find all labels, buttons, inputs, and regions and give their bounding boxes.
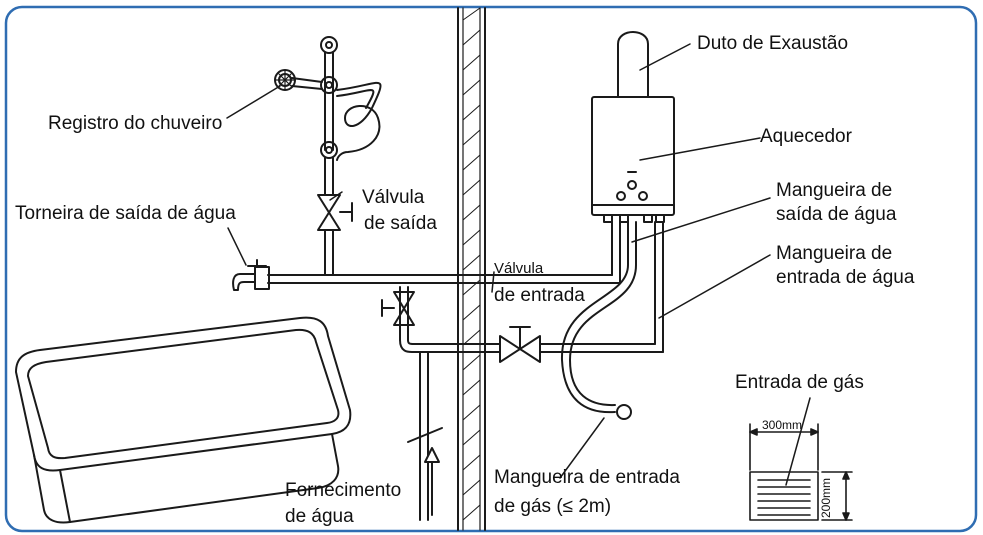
label-gas-inlet: Entrada de gás <box>735 372 864 393</box>
shower-assembly <box>291 36 382 196</box>
hot-water-pipe <box>267 221 621 284</box>
label-inlet-hose-line2: entrada de água <box>776 267 915 288</box>
gas-hose <box>560 221 637 420</box>
label-outlet-valve-line1: Válvula <box>362 187 425 208</box>
label-outlet-hose-line1: Mangueira de <box>776 180 893 201</box>
inlet-valve-icon <box>499 326 541 363</box>
faucet-icon <box>232 259 270 291</box>
label-faucet: Torneira de saída de água <box>15 203 236 224</box>
label-heater: Aquecedor <box>760 126 852 147</box>
cold-water-pipe <box>399 221 664 521</box>
supply-arrow-icon <box>407 427 443 516</box>
label-dim-height: 200mm <box>819 477 833 518</box>
label-dim-width: 300mm <box>762 418 803 432</box>
label-water-supply-line1: Fornecimento <box>285 480 402 501</box>
water-heater-icon <box>591 31 675 223</box>
label-gas-hose-line2: de gás (≤ 2m) <box>494 496 612 517</box>
label-inlet-valve-line1: Válvula <box>494 260 544 277</box>
label-inlet-hose-line1: Mangueira de <box>776 243 893 264</box>
label-gas-hose-line1: Mangueira de entrada <box>494 467 680 488</box>
label-exhaust-duct: Duto de Exaustão <box>697 33 849 54</box>
label-inlet-valve-line2: de entrada <box>494 285 585 306</box>
supply-valve-icon <box>381 291 415 326</box>
wall <box>457 7 486 531</box>
leader-lines <box>226 43 811 486</box>
label-water-supply-line2: de água <box>285 506 354 527</box>
bathtub-icon <box>15 316 352 524</box>
label-outlet-valve-line2: de saída <box>364 213 437 234</box>
label-outlet-hose-line2: saída de água <box>776 204 897 225</box>
diagram-frame <box>4 5 978 533</box>
label-shower-valve: Registro do chuveiro <box>48 113 223 134</box>
shower-head-icon <box>274 69 296 91</box>
gas-inlet-dimension <box>749 423 853 521</box>
outlet-valve-icon <box>317 194 353 276</box>
